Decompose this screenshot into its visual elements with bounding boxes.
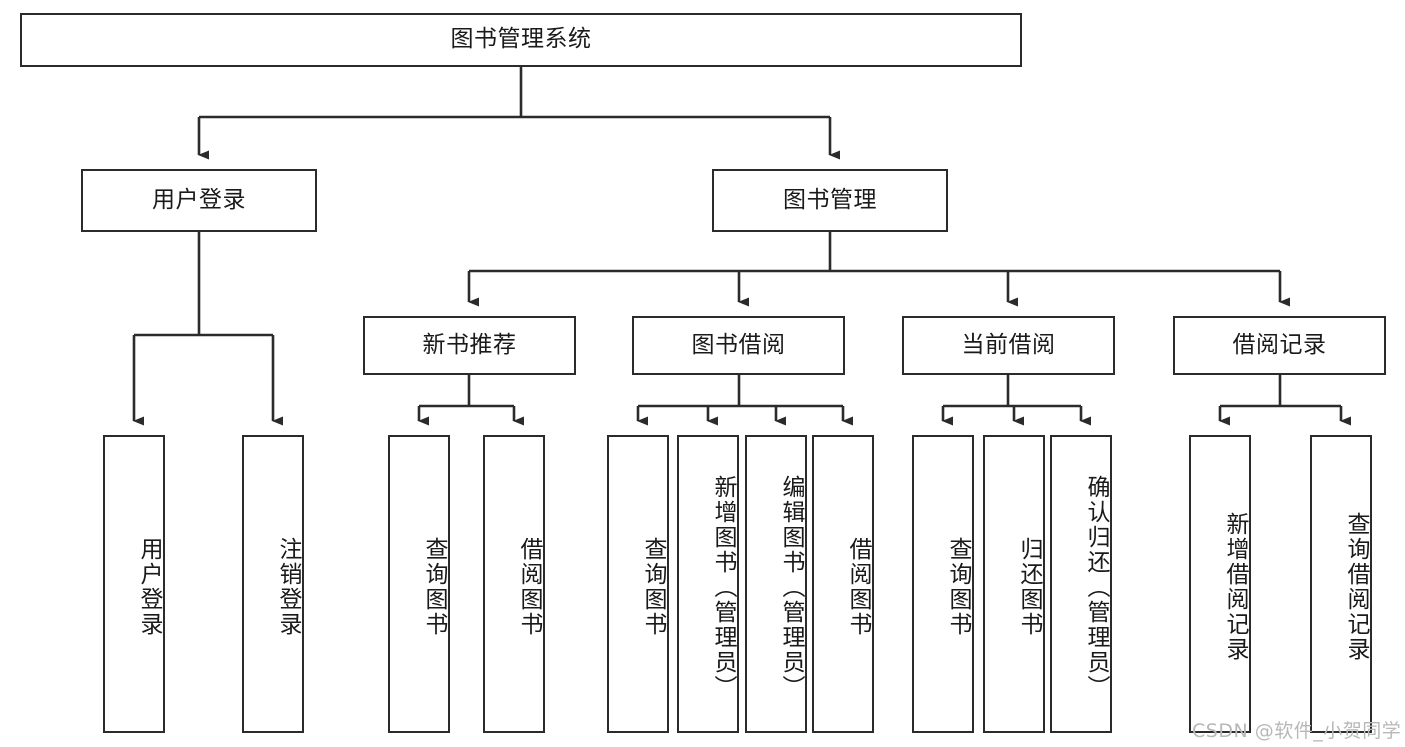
node-leaf-edit-book[interactable]: 编辑图书（管理员） bbox=[745, 435, 807, 733]
node-book-manage[interactable]: 图书管理 bbox=[712, 169, 948, 232]
edge-bookborrow-to-leaves bbox=[636, 375, 853, 426]
node-leaf-query-book-1[interactable]: 查询图书 bbox=[388, 435, 450, 733]
node-leaf-borrow-book-2[interactable]: 借阅图书 bbox=[812, 435, 874, 733]
edge-borrowrecord-to-leaves bbox=[1218, 375, 1351, 426]
edge-root-to-level2 bbox=[197, 67, 840, 160]
node-book-borrow[interactable]: 图书借阅 bbox=[632, 316, 845, 375]
edge-newbookrec-to-leaves bbox=[417, 375, 524, 426]
node-leaf-query-record[interactable]: 查询借阅记录 bbox=[1310, 435, 1372, 733]
edge-userlogin-to-leaves bbox=[132, 232, 283, 426]
node-new-book-rec[interactable]: 新书推荐 bbox=[363, 316, 576, 375]
node-borrow-record[interactable]: 借阅记录 bbox=[1173, 316, 1386, 375]
node-leaf-return-book[interactable]: 归还图书 bbox=[983, 435, 1045, 733]
node-user-login[interactable]: 用户登录 bbox=[81, 169, 317, 232]
node-current-borrow[interactable]: 当前借阅 bbox=[902, 316, 1115, 375]
node-leaf-query-book-3[interactable]: 查询图书 bbox=[912, 435, 974, 733]
node-root[interactable]: 图书管理系统 bbox=[20, 13, 1022, 67]
node-leaf-query-book-2[interactable]: 查询图书 bbox=[607, 435, 669, 733]
edge-currentborrow-to-leaves bbox=[941, 375, 1091, 426]
node-leaf-add-record[interactable]: 新增借阅记录 bbox=[1189, 435, 1251, 733]
node-leaf-confirm-return[interactable]: 确认归还（管理员） bbox=[1050, 435, 1112, 733]
node-leaf-add-book[interactable]: 新增图书（管理员） bbox=[677, 435, 739, 733]
node-leaf-user-login[interactable]: 用户登录 bbox=[103, 435, 165, 733]
csdn-watermark: CSDN @软件_小贺同学 bbox=[1192, 720, 1402, 742]
edge-bookmanage-to-level3 bbox=[467, 232, 1290, 307]
node-leaf-borrow-book-1[interactable]: 借阅图书 bbox=[483, 435, 545, 733]
node-leaf-logout[interactable]: 注销登录 bbox=[242, 435, 304, 733]
